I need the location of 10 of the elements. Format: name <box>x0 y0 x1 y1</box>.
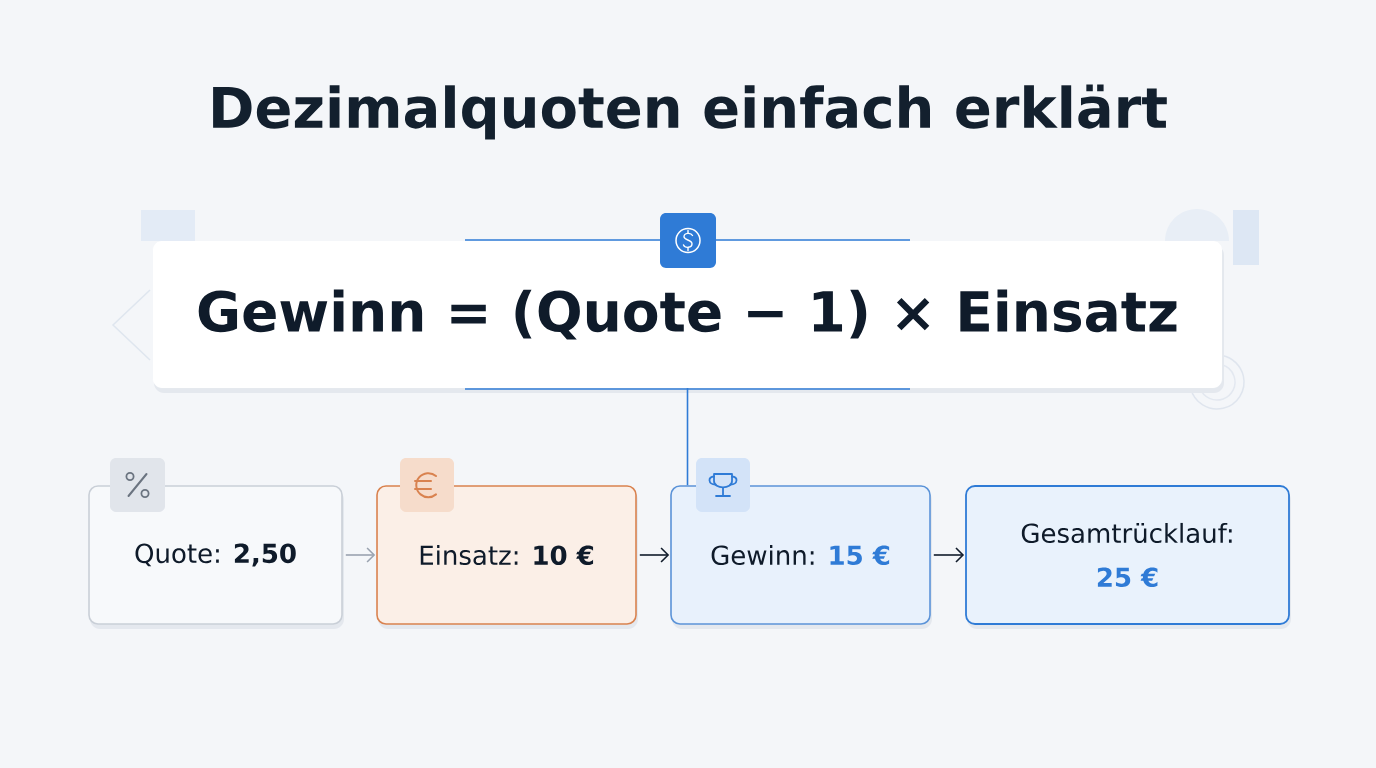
step-box: Einsatz: 10 € <box>376 485 638 629</box>
step-box: Quote: 2,50 <box>88 485 344 629</box>
step-box: Gewinn: 15 € <box>670 485 932 629</box>
arrow <box>639 547 670 563</box>
connector-line <box>686 387 689 486</box>
formula-box: Gewinn = (Quote − 1) × Einsatz <box>152 240 1224 393</box>
result-box: Gesamtrücklauf: 25 € <box>965 485 1291 629</box>
arrow <box>933 547 965 563</box>
title: Dezimalquoten einfach erklärt <box>213 84 1167 140</box>
arrow <box>345 547 376 563</box>
